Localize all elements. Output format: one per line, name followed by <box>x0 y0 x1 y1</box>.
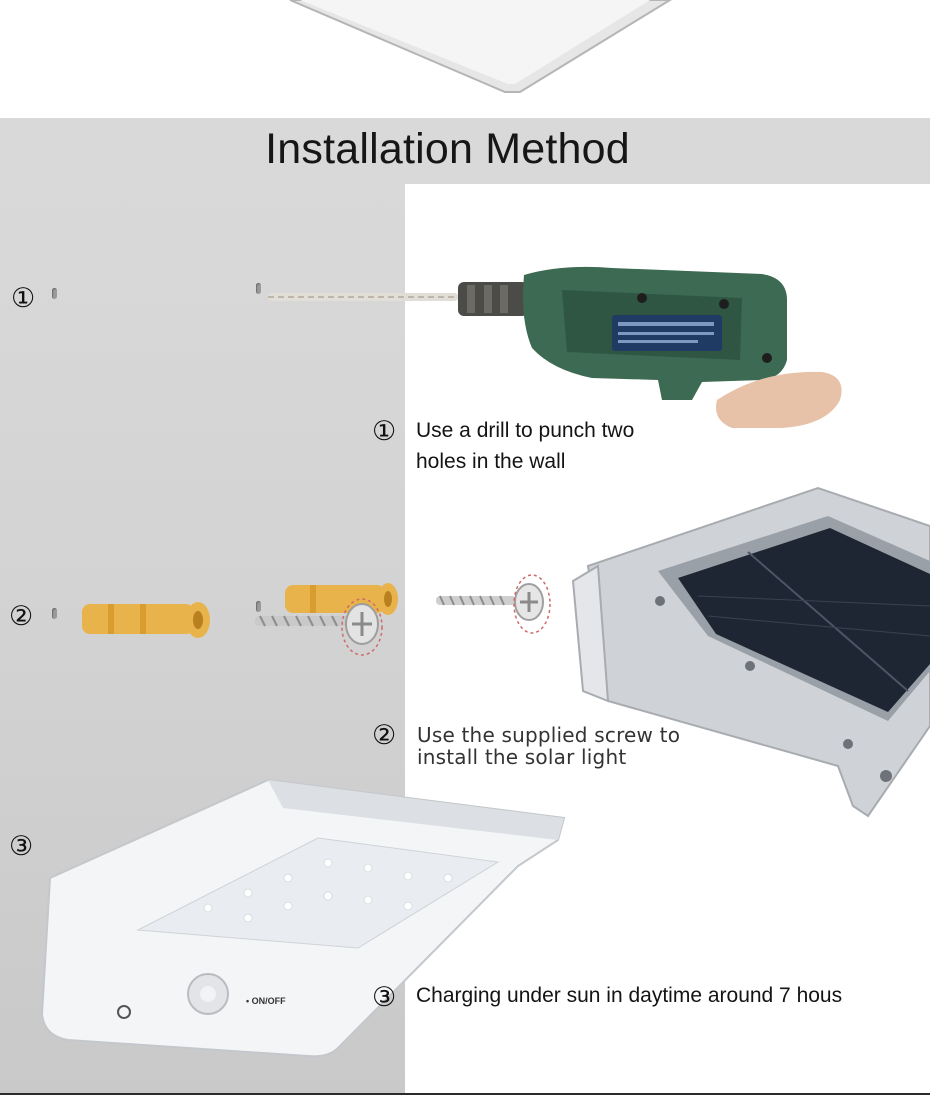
step3-marker: ③ <box>372 982 397 1013</box>
step1-wall-marker: ① <box>11 283 36 314</box>
wall-hole <box>52 288 57 299</box>
page-title: Installation Method <box>265 125 630 173</box>
step1-line1: Use a drill to punch two <box>416 419 635 442</box>
solar-light-icon <box>38 778 566 1060</box>
step3-wall-marker: ③ <box>9 831 34 862</box>
wall-hole <box>256 601 261 612</box>
solar-panel-icon <box>568 486 930 820</box>
on-off-switch-label: • ON/OFF <box>246 996 286 1006</box>
drill-icon <box>262 260 862 430</box>
wall-hole <box>52 608 57 619</box>
anchor-and-screw-icon <box>250 580 400 660</box>
product-edge-icon <box>289 0 672 93</box>
step2-marker: ② <box>372 720 397 751</box>
previous-product-image <box>0 0 930 118</box>
screw-icon <box>432 572 562 636</box>
step3-text: Charging under sun in daytime around 7 h… <box>416 984 843 1007</box>
title-band <box>0 118 930 184</box>
step1-marker: ① <box>372 416 397 447</box>
step1-line2: holes in the wall <box>416 450 566 473</box>
step2-line1: Use the supplied screw to <box>417 723 681 747</box>
step2-line2: install the solar light <box>417 745 627 769</box>
bottom-divider <box>0 1093 930 1102</box>
step2-wall-marker: ② <box>9 601 34 632</box>
wall-hole <box>256 283 261 294</box>
wall-anchor-icon <box>80 600 215 642</box>
